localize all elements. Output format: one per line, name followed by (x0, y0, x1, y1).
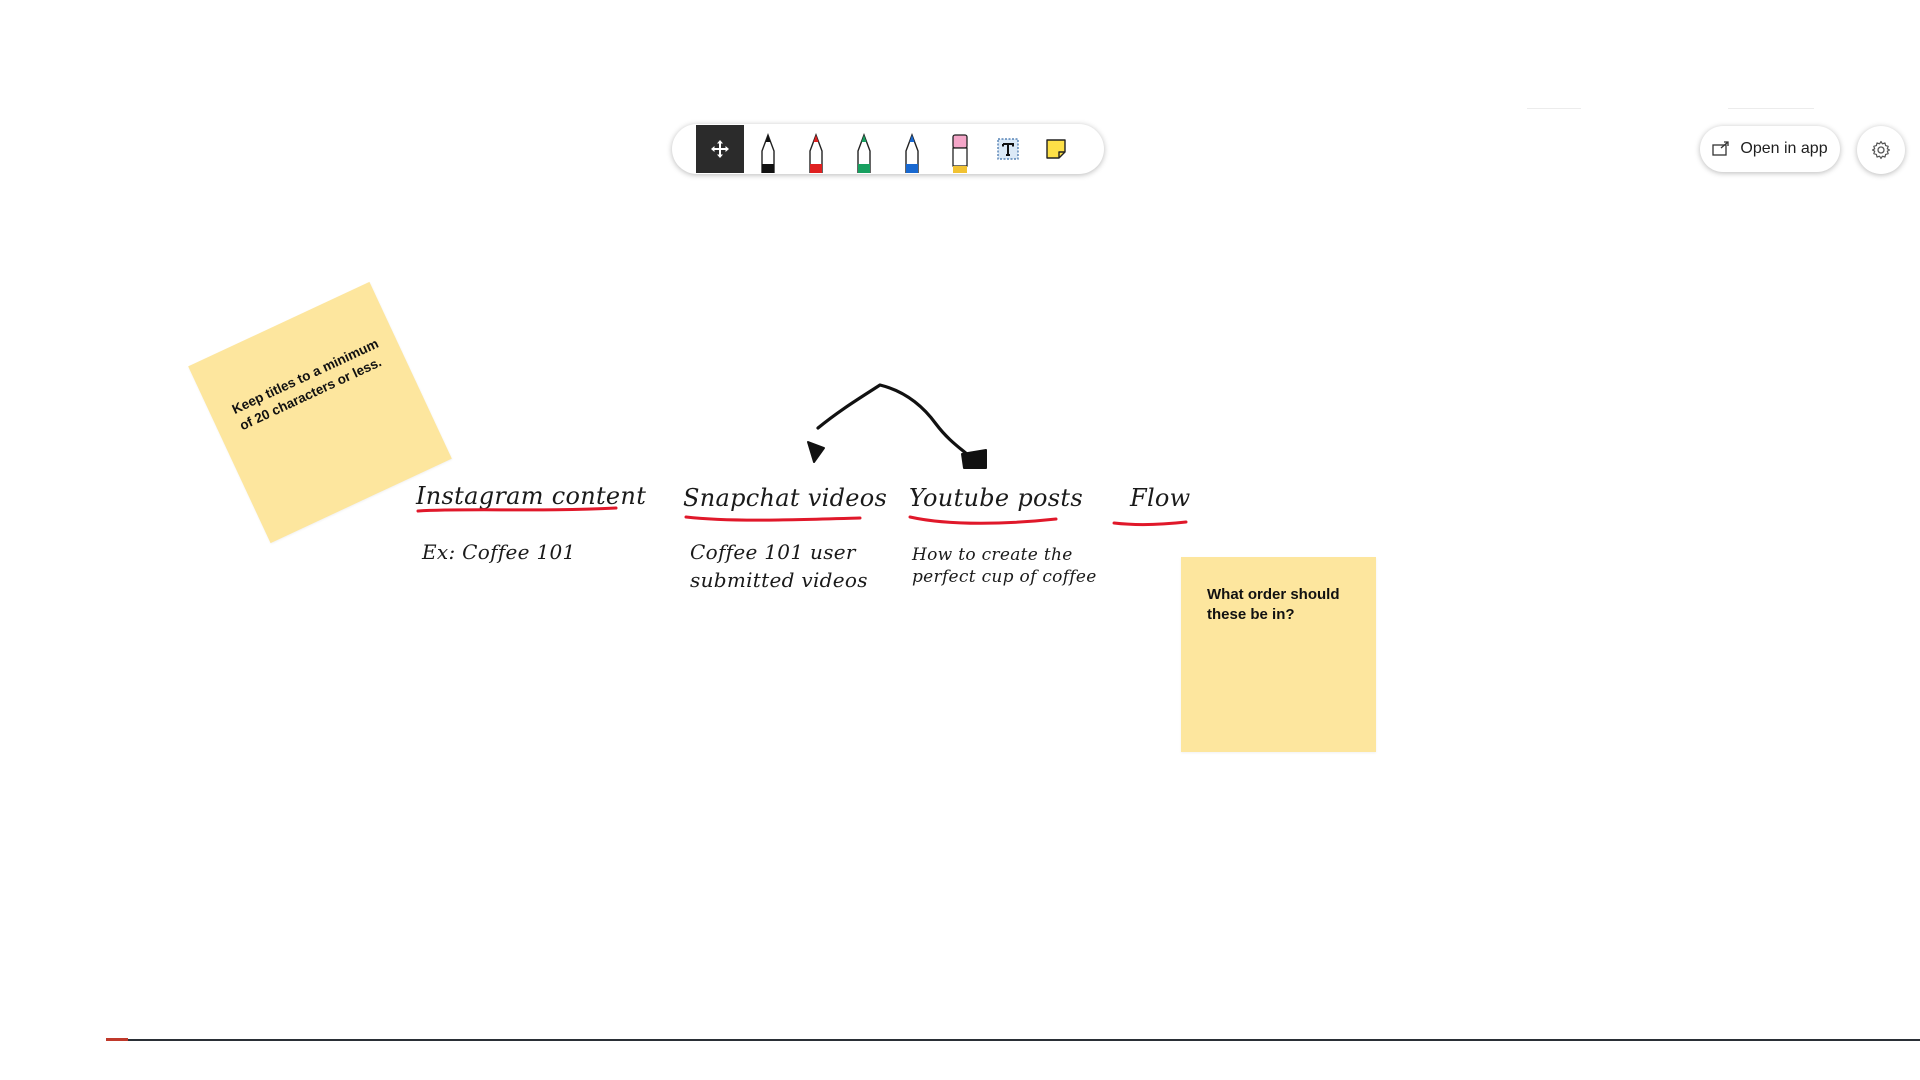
youtube-subtext-line2[interactable]: perfect cup of coffee (912, 567, 1097, 587)
arrow-head-left (807, 441, 825, 463)
open-external-icon (1712, 141, 1730, 156)
pan-tool-button[interactable] (696, 125, 744, 173)
eraser-button[interactable] (936, 125, 984, 173)
green-pen-icon (857, 133, 871, 173)
move-arrows-icon (711, 140, 729, 158)
instagram-title[interactable]: Instagram content (416, 482, 647, 510)
black-pen-button[interactable] (744, 125, 792, 173)
black-pen-icon (761, 133, 775, 173)
open-in-app-button[interactable]: Open in app (1700, 126, 1840, 172)
sticky-note-icon (1046, 139, 1066, 159)
snapchat-underline (684, 515, 862, 522)
snapchat-title[interactable]: Snapchat videos (683, 484, 888, 512)
top-divider (1527, 108, 1581, 109)
snapchat-subtext-line2[interactable]: submitted videos (690, 568, 868, 592)
text-box-icon (997, 138, 1019, 160)
top-divider (1728, 108, 1814, 109)
bottom-divider-accent (106, 1038, 128, 1041)
red-pen-button[interactable] (792, 125, 840, 173)
sticky-note-text: What order should these be in? (1207, 586, 1340, 623)
gear-icon (1871, 140, 1891, 160)
instagram-subtext[interactable]: Ex: Coffee 101 (422, 540, 576, 564)
curved-arrow (816, 383, 970, 457)
drawing-toolbar (672, 124, 1104, 174)
arrow-head-right (961, 449, 987, 469)
youtube-underline (908, 515, 1058, 525)
sticky-note-titles-tip[interactable]: Keep titles to a minimum of 20 character… (188, 281, 452, 544)
green-pen-button[interactable] (840, 125, 888, 173)
blue-pen-button[interactable] (888, 125, 936, 173)
youtube-subtext-line1[interactable]: How to create the (912, 545, 1073, 565)
text-tool-button[interactable] (984, 125, 1032, 173)
settings-button[interactable] (1857, 126, 1905, 174)
blue-pen-icon (905, 133, 919, 173)
youtube-title[interactable]: Youtube posts (909, 484, 1083, 512)
sticky-note-order-question[interactable]: What order should these be in? (1181, 557, 1376, 752)
bottom-divider (106, 1039, 1920, 1041)
eraser-icon (952, 134, 968, 173)
flow-underline (1112, 520, 1188, 527)
flow-title[interactable]: Flow (1130, 484, 1191, 512)
snapchat-subtext-line1[interactable]: Coffee 101 user (690, 540, 856, 564)
open-in-app-label: Open in app (1740, 140, 1828, 157)
sticky-note-text: Keep titles to a minimum of 20 character… (229, 335, 384, 434)
sticky-note-tool-button[interactable] (1032, 125, 1080, 173)
red-pen-icon (809, 133, 823, 173)
